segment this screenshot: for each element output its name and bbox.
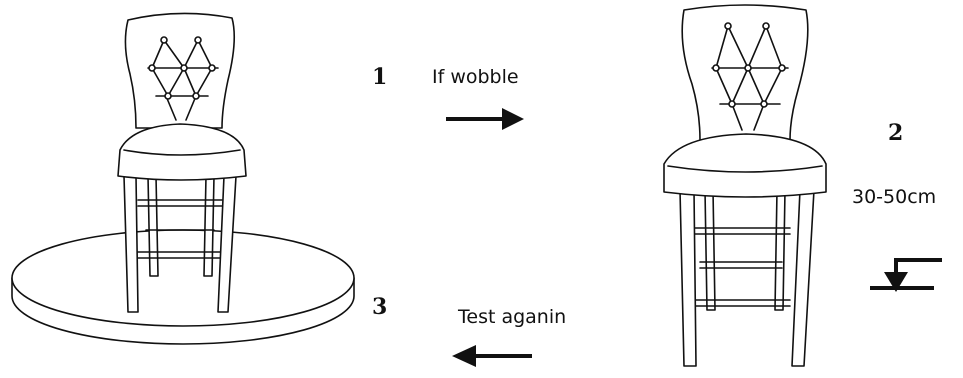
step-2-number: 2 (888, 120, 904, 146)
step-2-text: 30-50cm (852, 186, 937, 208)
step-1-text: If wobble (432, 66, 519, 88)
chair-left (117, 12, 247, 313)
step-3-number: 3 (372, 294, 388, 320)
round-platform (11, 229, 355, 345)
arrow-right-icon (446, 108, 524, 130)
arrow-down-to-floor-icon (870, 258, 942, 292)
chair-right (663, 4, 827, 367)
step-1-number: 1 (372, 64, 388, 90)
arrow-left-icon (452, 345, 532, 367)
step-3-text: Test aganin (458, 306, 567, 328)
